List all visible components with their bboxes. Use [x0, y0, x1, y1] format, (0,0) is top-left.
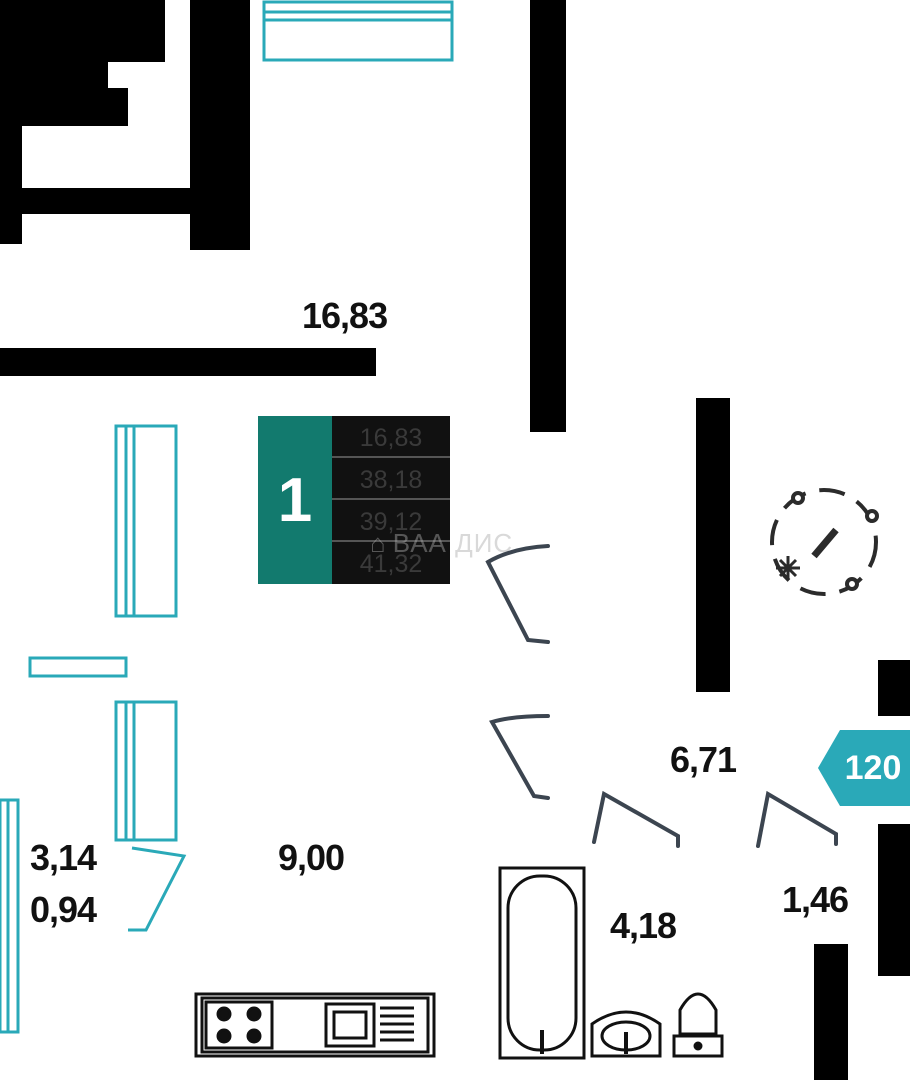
washbasin-icon [590, 1010, 662, 1058]
wall-right-vertical [696, 398, 730, 692]
window-living-room [114, 424, 178, 618]
area-living: 16,83 [332, 418, 450, 458]
room-count: 1 [258, 416, 332, 584]
compass-icon [770, 488, 879, 596]
apartment-number: 120 [844, 749, 902, 787]
bathroom-area: 4,18 [610, 905, 677, 946]
doors [485, 544, 838, 848]
hallway-area: 6,71 [670, 739, 737, 780]
sun-icon [776, 556, 800, 580]
windows [0, 0, 454, 1034]
wall-living-room-bottom [0, 348, 376, 376]
window-top [262, 0, 454, 62]
wall-center-vertical [530, 0, 566, 432]
watermark: ⌂ВАА ДИС [370, 528, 513, 559]
area-total: 38,18 [332, 460, 450, 500]
watermark-text: ВАА ДИС [392, 528, 514, 558]
stove-icon [204, 1000, 274, 1050]
area-full: 41,32 [359, 550, 423, 578]
window-sill [28, 656, 128, 678]
door-living-room [485, 544, 550, 644]
door-toilet [756, 790, 838, 848]
balcony-coefficient: 0,94 [30, 889, 97, 930]
wall-right-edge-lower [878, 824, 910, 976]
wall-bottom-right [814, 944, 848, 1080]
apartment-badge-shape [818, 730, 910, 806]
kitchen-area: 9,00 [278, 837, 345, 878]
window-balcony-edge [0, 798, 20, 1034]
door-kitchen [489, 714, 550, 800]
toilet-area: 1,46 [782, 879, 849, 920]
wall-right-edge-upper [878, 660, 910, 716]
door-bathroom [592, 790, 680, 848]
wall-top-left [0, 0, 250, 250]
kitchen-sink-icon [324, 1002, 414, 1048]
balcony-door [128, 846, 187, 932]
apartment-info-card: 1 16,83 38,18 39,12 41,32 [258, 416, 450, 584]
area-list: 16,83 38,18 39,12 41,32 [332, 416, 450, 584]
bathtub-icon [498, 866, 586, 1060]
living-room-area: 16,83 [302, 295, 388, 336]
toilet-icon [672, 992, 724, 1058]
apartment-number-badge[interactable]: 120 [818, 730, 910, 806]
balcony-area: 3,14 [30, 837, 97, 878]
house-icon: ⌂ [370, 528, 387, 558]
window-kitchen [114, 700, 178, 842]
area-with-balcony: 39,12 [332, 502, 450, 542]
kitchen-counter [194, 992, 436, 1058]
